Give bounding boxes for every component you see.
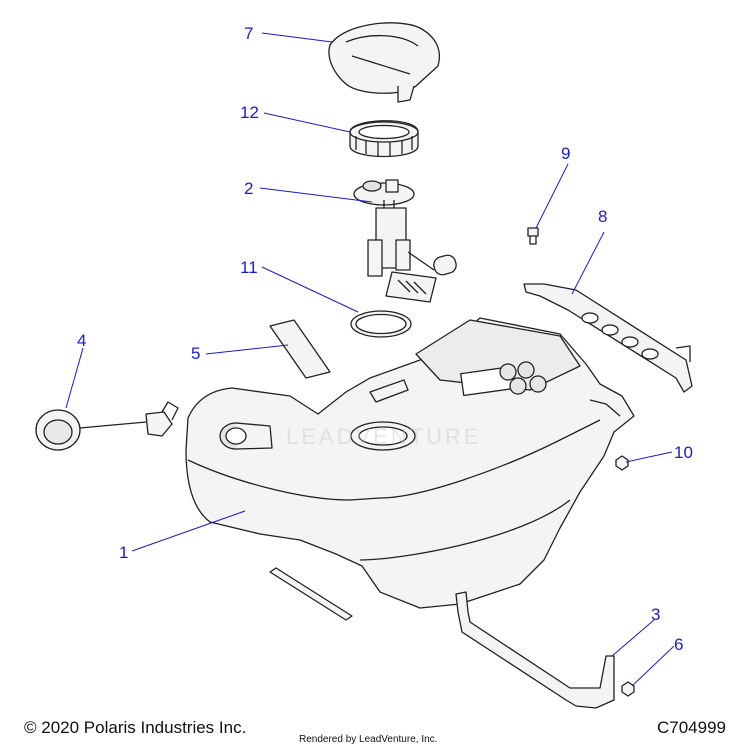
lock-ring-part — [349, 120, 419, 158]
callout-10: 10 — [674, 443, 693, 462]
bolt-part — [527, 227, 539, 245]
tank-strap-part — [455, 591, 615, 709]
copyright-text: © 2020 Polaris Industries Inc. — [24, 718, 247, 737]
callout-1: 1 — [119, 543, 129, 562]
callout-11: 11 — [240, 258, 258, 277]
leader-lines — [65, 32, 675, 687]
fuel-tank-part — [185, 317, 635, 609]
callout-4: 4 — [77, 331, 87, 350]
callout-6: 6 — [674, 635, 684, 654]
foam-strip-part — [269, 567, 353, 621]
strap-nut-part — [621, 681, 635, 697]
callout-5: 5 — [191, 344, 201, 363]
rendered-by-text: Rendered by LeadVenture, Inc. — [299, 734, 438, 745]
fuel-cap-part — [35, 401, 179, 451]
callout-3: 3 — [651, 605, 661, 624]
tank-bracket-part — [523, 283, 693, 393]
callout-8: 8 — [598, 207, 608, 226]
callout-7: 7 — [244, 24, 254, 43]
callout-9: 9 — [561, 144, 571, 163]
callout-2: 2 — [244, 179, 254, 198]
diagram-code: C704999 — [657, 718, 727, 737]
pump-seal-part — [350, 310, 412, 338]
nut-part — [615, 455, 629, 471]
leadventure-watermark: LEADVENTURE — [286, 424, 482, 449]
foam-pad-part — [269, 319, 331, 379]
callout-12: 12 — [240, 103, 259, 122]
pump-cover-part — [328, 22, 441, 103]
fuel-pump-part — [353, 179, 457, 303]
